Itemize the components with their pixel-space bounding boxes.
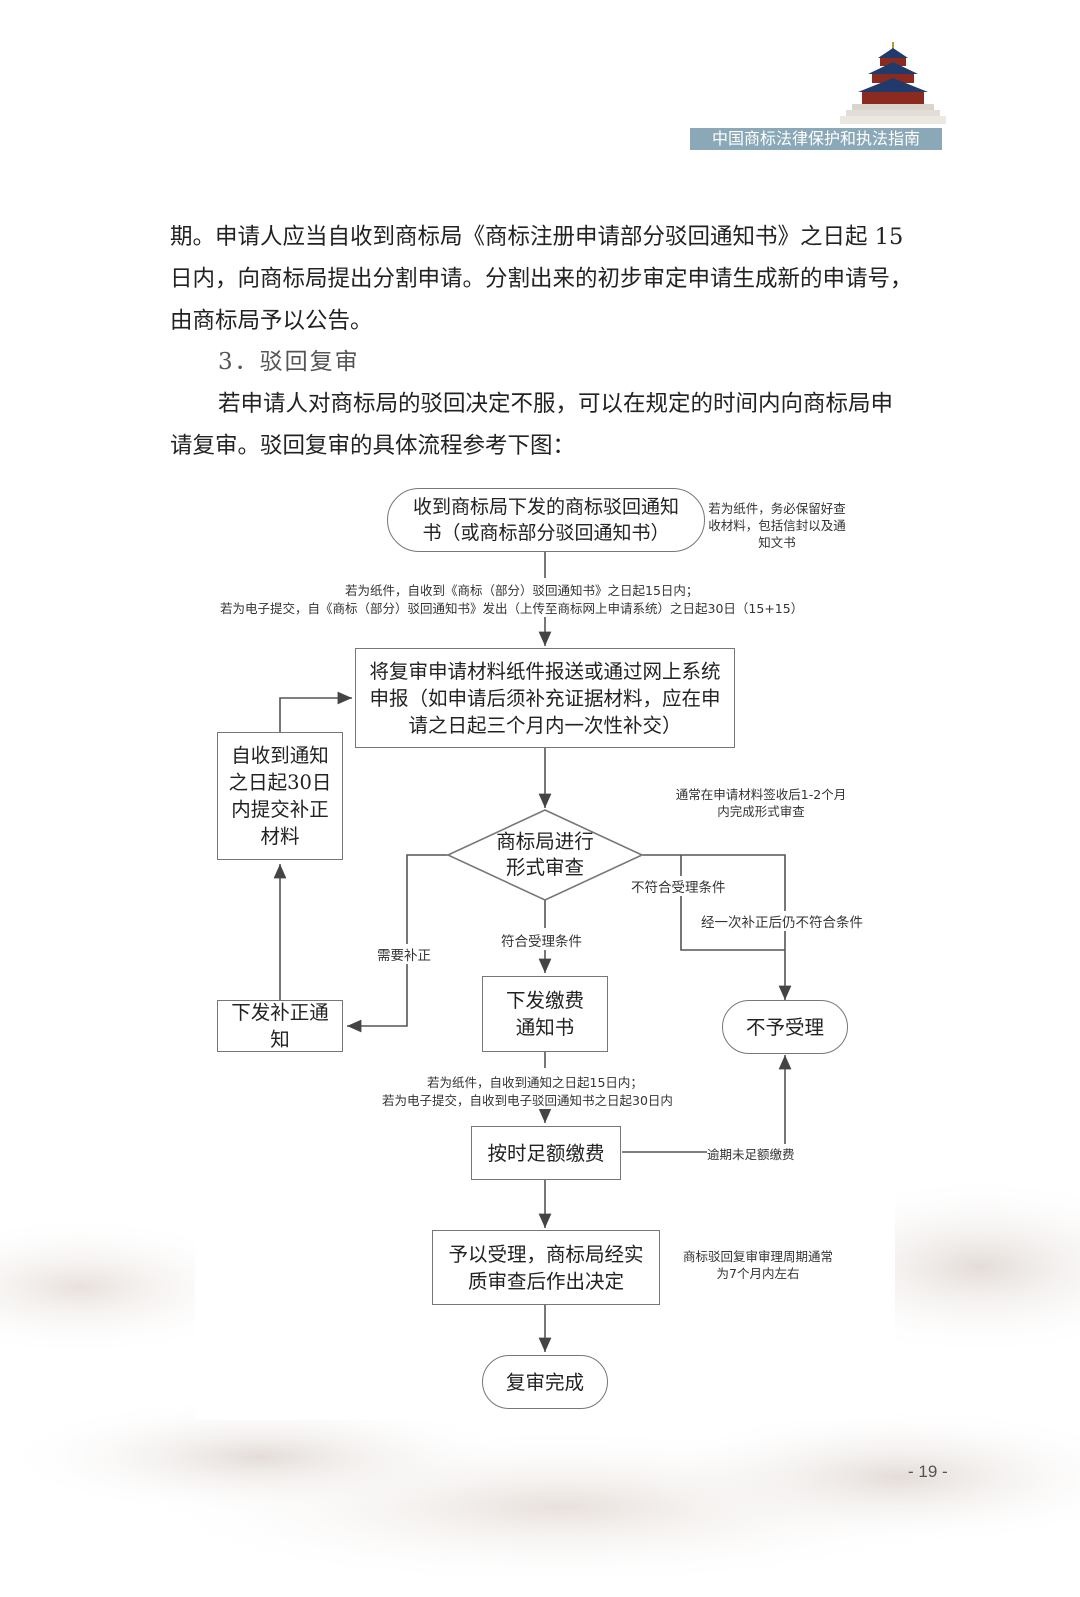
label-meet: 符合受理条件 [501,930,582,950]
review-flowchart: 收到商标局下发的商标驳回通知书（或商标部分驳回通知书） 若为纸件，务必保留好查收… [195,470,895,1420]
text-line: 若申请人对商标局的驳回决定不服，可以在规定的时间内向商标局申 [218,391,894,417]
start-note: 若为纸件，务必保留好查收材料，包括信封以及通知文书 [708,501,846,550]
label-need-correction: 需要补正 [377,944,431,964]
issue-correction-node: 下发补正通知 [217,1000,343,1052]
text-line: 请复审。驳回复审的具体流程参考下图： [170,433,576,459]
paragraph-partial-rejection: 期。申请人应当自收到商标局《商标注册申请部分驳回通知书》之日起 15 日内，向商… [170,216,940,342]
fee-deadline-line2: 若为电子提交，自收到电子驳回通知书之日起30日内 [382,1090,673,1109]
fee-notice-node: 下发缴费通知书 [482,976,608,1052]
formal-review-note: 通常在申请材料签收后1-2个月内完成形式审查 [675,787,847,819]
label-not-meet: 不符合受理条件 [631,876,726,896]
temple-of-heaven-icon [840,42,946,124]
pay-fee-node: 按时足额缴费 [471,1126,621,1180]
deadline-note-line1: 若为纸件，自收到《商标（部分）驳回通知书》之日起15日内； [345,580,699,599]
header-title-band: 中国商标法律保护和执法指南 [690,128,942,150]
text-line: 日内，向商标局提出分割申请。分割出来的初步审定申请生成新的申请号， [170,266,913,292]
text-line: 期。申请人应当自收到商标局《商标注册申请部分驳回通知书》之日起 15 [170,224,904,250]
reject-node: 不予受理 [722,1000,848,1054]
fee-deadline-line1: 若为纸件，自收到通知之日起15日内； [427,1072,643,1091]
label-overdue: 逾期未足额缴费 [707,1144,795,1163]
paragraph-rejection-review: 若申请人对商标局的驳回决定不服，可以在规定的时间内向商标局申 请复审。驳回复审的… [170,383,940,467]
text-line: 由商标局予以公告。 [170,308,373,334]
period-note: 商标驳回复审审理周期通常为7个月内左右 [682,1249,833,1281]
review-complete-node: 复审完成 [482,1355,608,1409]
accept-node: 予以受理，商标局经实质审查后作出决定 [432,1230,660,1305]
submit-review-node: 将复审申请材料纸件报送或通过网上系统申报（如申请后须补充证据材料，应在申请之日起… [355,648,735,748]
label-after-correction: 经一次补正后仍不符合条件 [701,911,863,931]
section-heading: 3．驳回复审 [218,349,360,375]
formal-review-node: 商标局进行形式审查 [496,830,594,879]
page-number: - 19 - [908,1462,948,1481]
correction-submit-node: 自收到通知之日起30日内提交补正材料 [217,732,343,860]
deadline-note-line2: 若为电子提交，自《商标（部分）驳回通知书》发出（上传至商标网上申请系统）之日起3… [220,598,804,617]
flow-start-node: 收到商标局下发的商标驳回通知书（或商标部分驳回通知书） [387,488,705,552]
